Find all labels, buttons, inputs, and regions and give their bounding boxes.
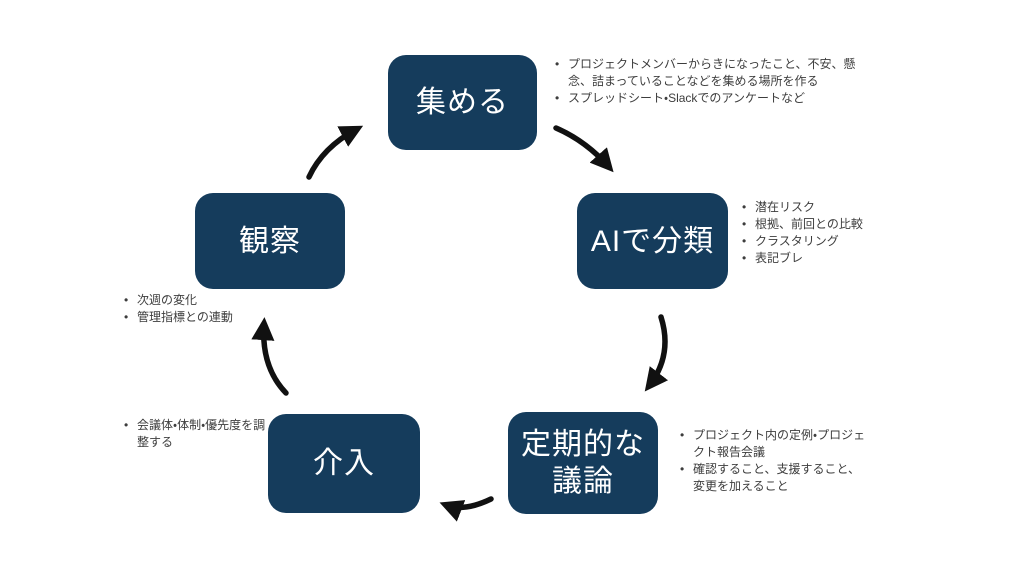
node-discussion-label-line1: 定期的な [521, 428, 645, 461]
node-intervention-label: 介入 [313, 447, 375, 480]
node-discussion: 定期的な 議論 [508, 412, 658, 514]
classify-notes: 潜在リスク 根拠、前回との比較 クラスタリング 表記ブレ [740, 199, 960, 267]
arrow-intervention-to-observation [251, 317, 289, 396]
intervention-note-item: 会議体・体制・優先度を調整する [122, 417, 267, 451]
arrow-discussion-to-intervention [439, 496, 494, 522]
classify-note-text: 根拠、前回との比較 [755, 217, 863, 231]
observation-note-text: 次週の変化 [137, 293, 198, 307]
collect-note-item: プロジェクトメンバーからきになったこと、不安、懸念、詰まっていることなどを集める… [553, 56, 857, 90]
node-classify-label: AIで分類 [590, 224, 715, 258]
discussion-note-text: 確認すること、支援すること、変更を加えること [693, 462, 861, 493]
classify-note-item: クラスタリング [740, 233, 960, 250]
collect-note-text: プロジェクトメンバーからきになったこと、不安、懸念、詰まっていることなどを集める… [568, 57, 856, 88]
node-collect-label: 集める [416, 86, 509, 119]
classify-note-text: 潜在リスク [755, 200, 816, 214]
observation-note-item: 次週の変化 [122, 292, 302, 309]
classify-note-item: 表記ブレ [740, 250, 960, 267]
collect-note-text: スプレッドシート・Slackでのアンケートなど [568, 91, 805, 105]
node-discussion-label-line2: 議論 [552, 465, 614, 498]
collect-note-item: スプレッドシート・Slackでのアンケートなど [553, 90, 857, 107]
collect-notes: プロジェクトメンバーからきになったこと、不安、懸念、詰まっていることなどを集める… [553, 56, 857, 107]
discussion-note-item: 確認すること、支援すること、変更を加えること [678, 461, 868, 495]
node-collect: 集める [388, 55, 537, 150]
intervention-note-text: 会議体・体制・優先度を調整する [137, 418, 266, 449]
discussion-notes: プロジェクト内の定例・プロジェクト報告会議 確認すること、支援すること、変更を加… [678, 427, 868, 495]
arrow-classify-to-discussion [644, 314, 669, 392]
arrow-collect-to-classify [553, 125, 614, 173]
observation-notes: 次週の変化 管理指標との連動 [122, 292, 302, 326]
node-observation: 観察 [195, 193, 345, 289]
node-observation-label: 観察 [239, 224, 301, 258]
observation-note-item: 管理指標との連動 [122, 309, 302, 326]
node-classify: AIで分類 [577, 193, 728, 289]
classify-note-text: 表記ブレ [755, 251, 804, 265]
observation-note-text: 管理指標との連動 [137, 310, 233, 324]
discussion-note-text: プロジェクト内の定例・プロジェクト報告会議 [693, 428, 866, 459]
intervention-notes: 会議体・体制・優先度を調整する [122, 417, 267, 451]
node-intervention: 介入 [268, 414, 420, 513]
discussion-note-item: プロジェクト内の定例・プロジェクト報告会議 [678, 427, 868, 461]
classify-note-text: クラスタリング [755, 234, 839, 248]
classify-note-item: 潜在リスク [740, 199, 960, 216]
arrow-observation-to-collect [306, 125, 364, 180]
classify-note-item: 根拠、前回との比較 [740, 216, 960, 233]
